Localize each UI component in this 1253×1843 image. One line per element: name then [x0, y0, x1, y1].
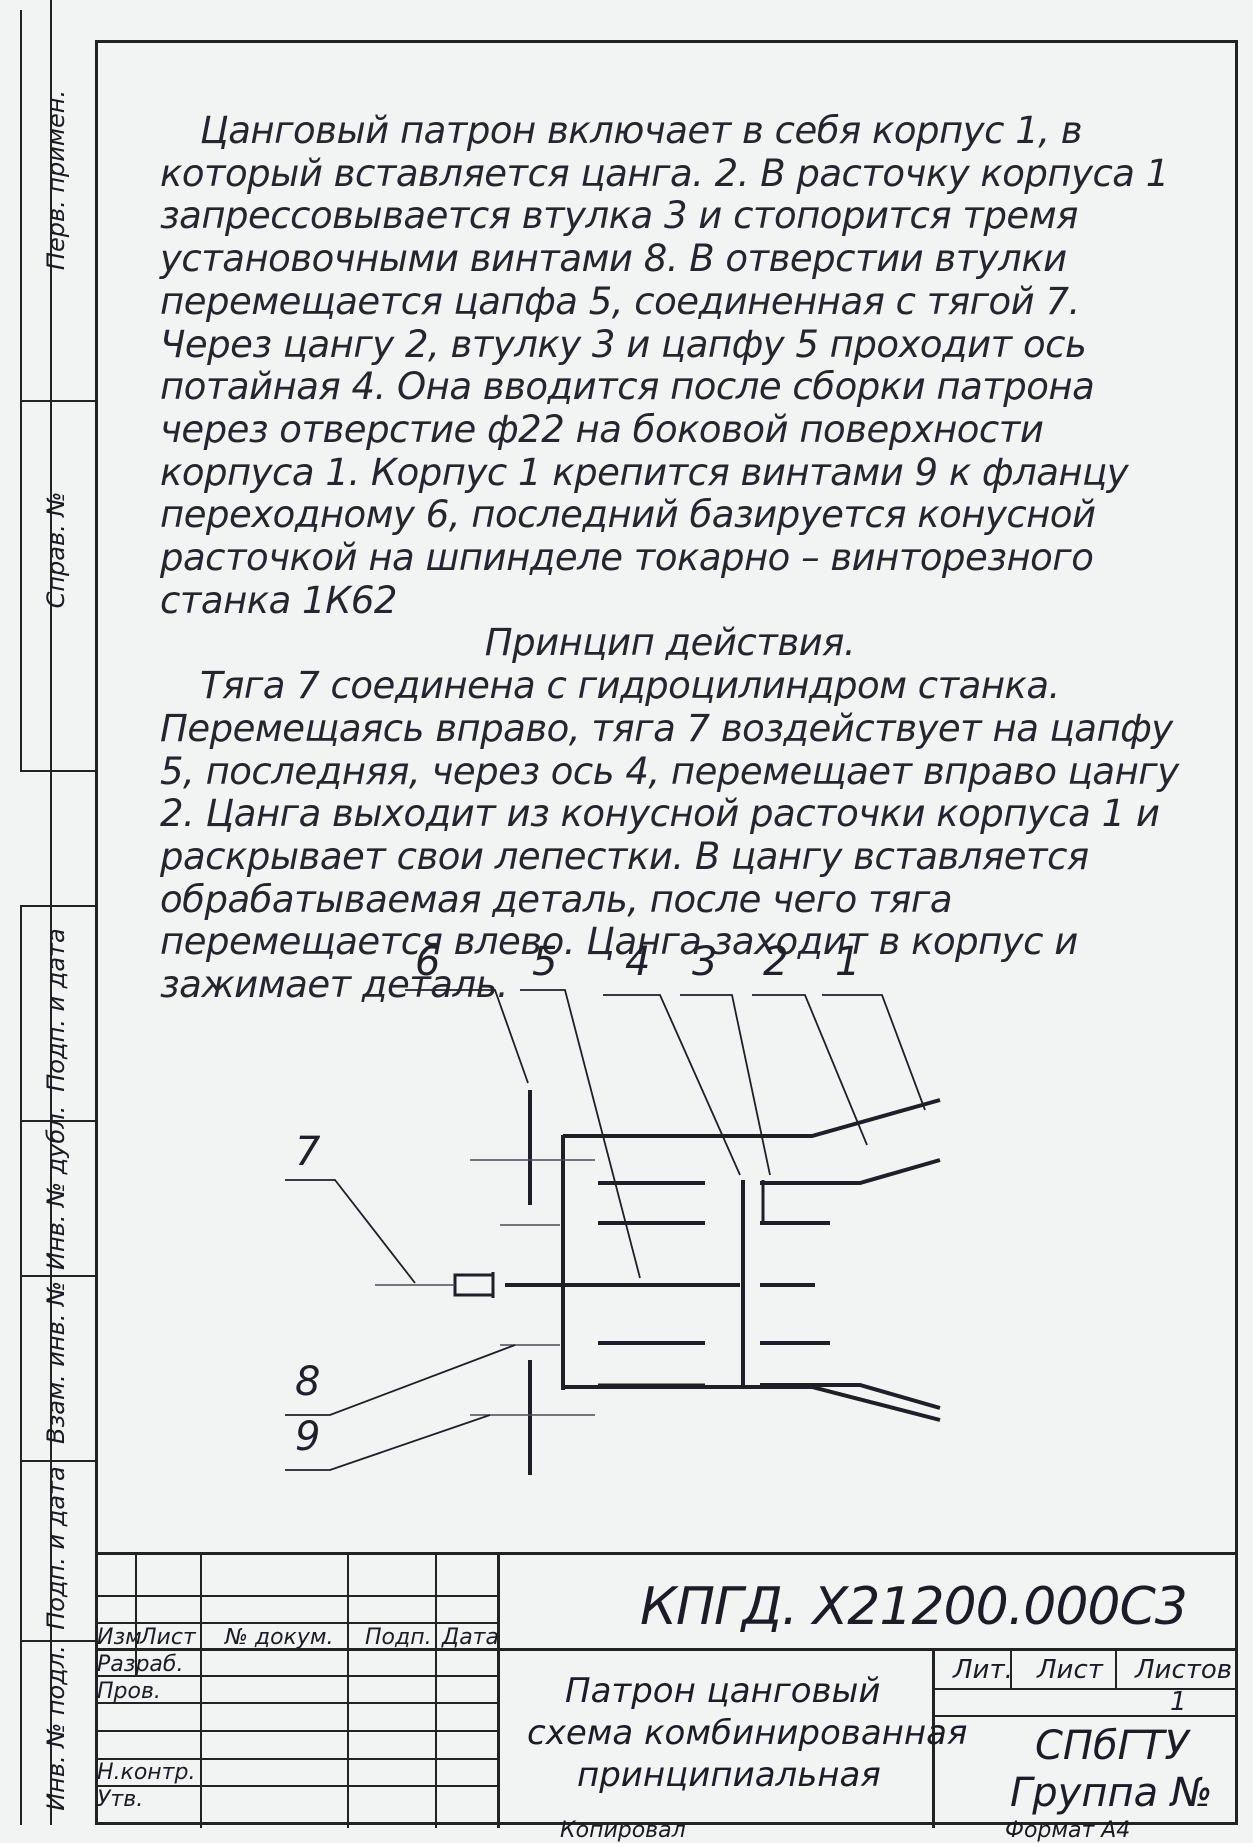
title-block-rule [932, 1715, 1238, 1717]
title-block-rule [1115, 1650, 1117, 1690]
callout-3: 3 [692, 939, 717, 985]
role-checker: Пров. [97, 1679, 161, 1704]
sheets-header: Листов [1135, 1655, 1233, 1685]
margin-divider [20, 905, 95, 907]
footer-copied: Копировал [560, 1818, 686, 1843]
callout-1: 1 [835, 939, 860, 985]
doc-title-line-3: принципиальная [577, 1755, 881, 1795]
callout-5: 5 [532, 939, 557, 985]
title-block-rule [95, 1622, 497, 1624]
title-block-rule [200, 1555, 202, 1828]
title-block-rule [95, 1730, 497, 1732]
col-sheet: Лист [140, 1625, 196, 1650]
title-block-rule [497, 1555, 500, 1828]
role-norm-control: Н.контр. [97, 1760, 196, 1785]
margin-column-upper [20, 10, 52, 770]
title-block-rule [932, 1650, 935, 1828]
left-margin-strip: Перв. примен. Справ. № Подп. и дата Инв.… [0, 0, 95, 1833]
margin-divider [20, 1640, 95, 1642]
callout-8: 8 [295, 1359, 320, 1405]
margin-divider [20, 1275, 95, 1277]
col-date: Дата [442, 1625, 499, 1650]
title-block-rule [95, 1758, 497, 1760]
role-developer: Разраб. [97, 1652, 184, 1677]
callout-9: 9 [295, 1414, 320, 1460]
role-approver: Утв. [97, 1787, 144, 1812]
title-block-rule [347, 1555, 349, 1828]
title-block-rule [435, 1555, 437, 1828]
paragraph-operation: Тяга 7 соединена с гидроцилиндром станка… [160, 664, 1179, 1007]
title-block-rule [95, 1595, 497, 1597]
title-block-rule [95, 1675, 497, 1677]
margin-divider [20, 1460, 95, 1462]
document-code: КПГД. Х21200.000С3 [640, 1577, 1188, 1637]
sheets-total: 1 [1170, 1687, 1187, 1717]
doc-title-line-2: схема комбинированная [527, 1713, 968, 1753]
title-block-rule [1010, 1650, 1012, 1690]
callout-2: 2 [763, 939, 788, 985]
margin-column-outer [50, 0, 97, 1825]
sheet-header: Лист [1037, 1655, 1103, 1685]
callout-7: 7 [295, 1129, 321, 1175]
title-block-rule [95, 1785, 497, 1787]
paragraph-construction: Цанговый патрон включает в себя корпус 1… [160, 109, 1169, 622]
margin-column-lower [20, 905, 52, 1825]
lit-header: Лит. [953, 1655, 1013, 1685]
organization: СПбГТУ [1035, 1723, 1189, 1769]
margin-divider [20, 1120, 95, 1122]
col-doc-number: № докум. [225, 1625, 334, 1650]
col-signature: Подп. [365, 1625, 432, 1650]
doc-title-line-1: Патрон цанговый [565, 1671, 881, 1711]
footer-format: Формат А4 [1005, 1818, 1131, 1843]
callout-6: 6 [415, 939, 440, 985]
group-number: Группа № [1010, 1770, 1213, 1816]
title-block-rule [95, 1702, 497, 1704]
title-block: КПГД. Х21200.000С3 Изм Лист № докум. Под… [95, 1552, 1238, 1828]
col-change: Изм [97, 1625, 142, 1650]
title-block-rule [135, 1555, 137, 1675]
margin-divider [20, 770, 95, 772]
description-text: Цанговый патрон включает в себя корпус 1… [160, 109, 1180, 1007]
title-block-rule [95, 1648, 1238, 1651]
section-heading: Принцип действия. [484, 621, 856, 665]
sheet-frame [95, 40, 1238, 1825]
callout-4: 4 [625, 939, 650, 985]
title-block-rule [932, 1688, 1238, 1690]
margin-divider [20, 400, 95, 402]
